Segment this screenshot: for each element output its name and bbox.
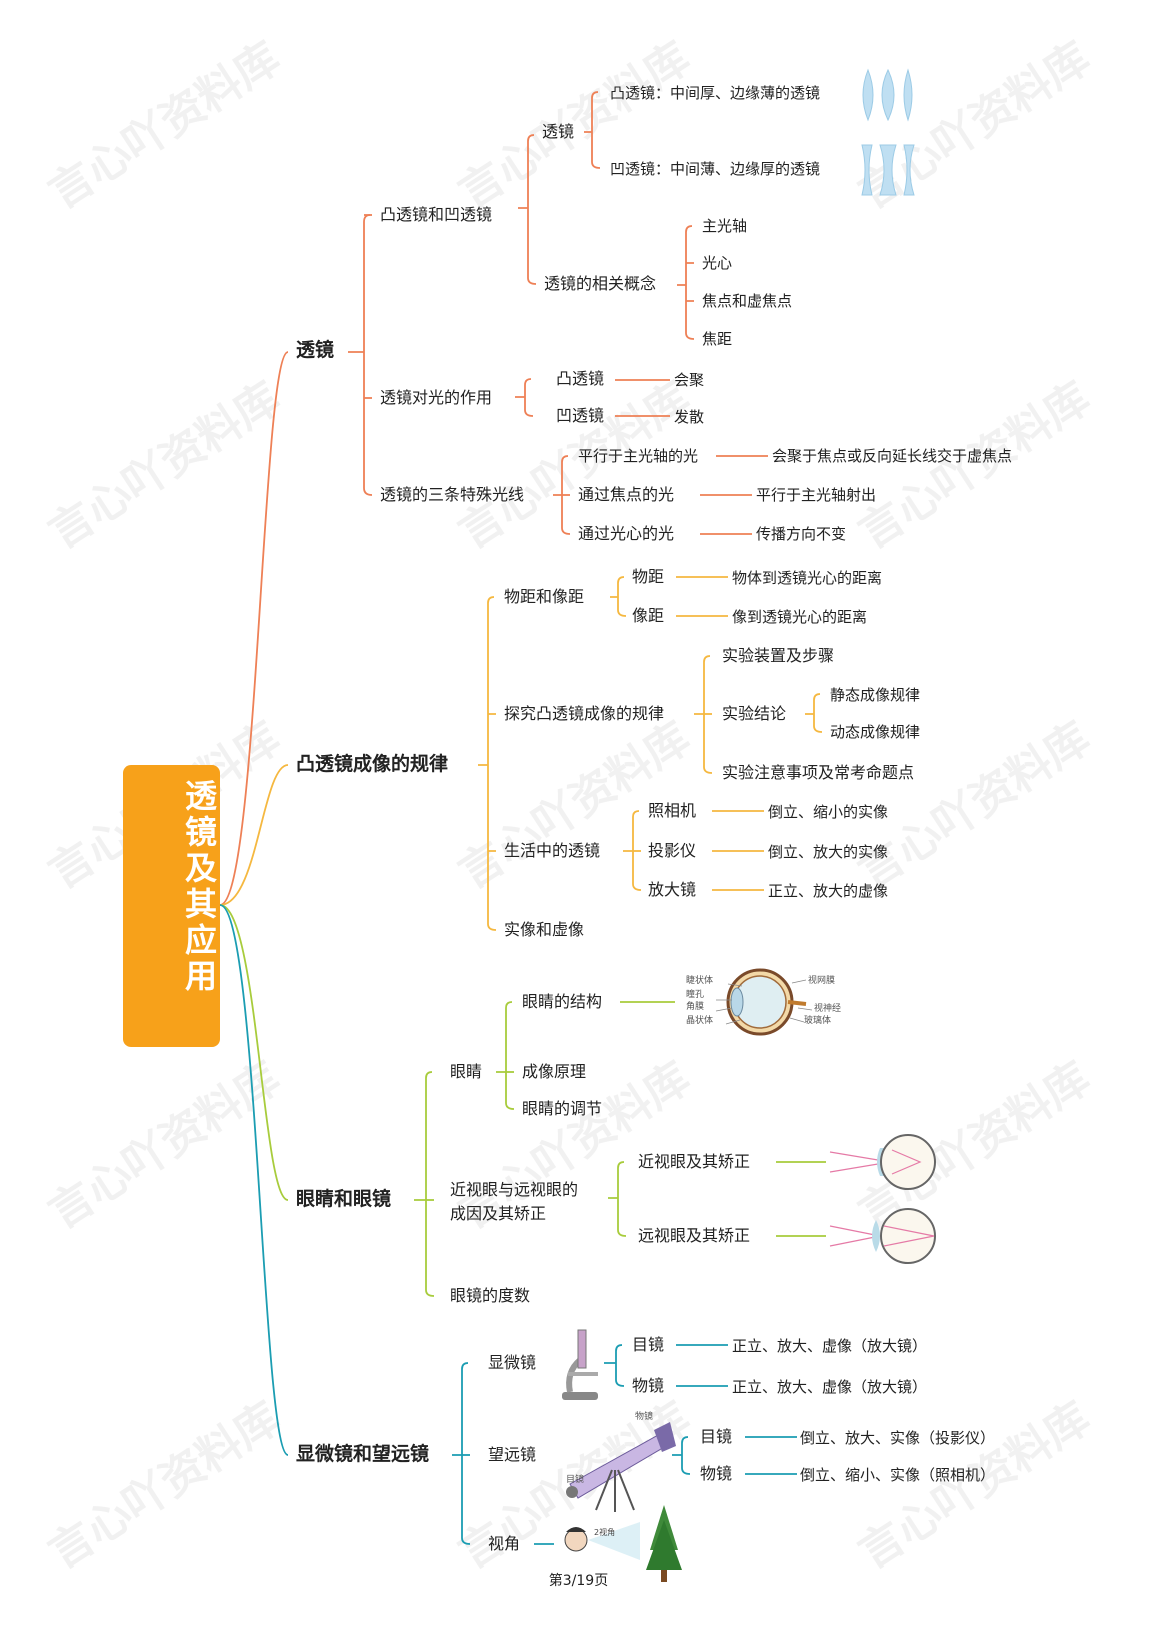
node-setup-steps: 实验装置及步骤 <box>722 646 835 665</box>
label-cornea: 角膜 <box>686 1002 705 1012</box>
object-distance-def: 物体到透镜光心的距离 <box>732 569 883 587</box>
label-vitreous: 玻璃体 <box>804 1016 832 1026</box>
node-telescope: 望远镜 <box>488 1445 537 1464</box>
node-eye-adjust: 眼睛的调节 <box>522 1099 603 1118</box>
node-convex-concave: 凸透镜和凹透镜 <box>380 205 493 224</box>
root-title: 透镜及其应用 <box>180 779 218 995</box>
effect-diverge: 发散 <box>674 408 705 426</box>
image-distance-def: 像到透镜光心的距离 <box>732 608 868 626</box>
tele-eyepiece: 目镜 <box>700 1427 733 1446</box>
node-convex-def: 凸透镜：中间厚、边缘薄的透镜 <box>610 84 821 102</box>
node-image-distance: 像距 <box>632 606 665 625</box>
ray-focus: 通过焦点的光 <box>578 485 675 504</box>
concept-focus: 焦点和虚焦点 <box>702 292 793 310</box>
b1-links <box>348 91 768 535</box>
node-lenses-in-life: 生活中的透镜 <box>504 841 601 860</box>
node-eye: 眼睛 <box>450 1062 483 1081</box>
node-object-distance: 物距 <box>632 567 665 586</box>
node-exam-points: 实验注意事项及常考命题点 <box>722 763 915 782</box>
hyperopia-correction-icon <box>829 1208 936 1264</box>
label-lens: 晶状体 <box>686 1016 714 1026</box>
microscope-icon <box>562 1329 598 1400</box>
effect-converge: 会聚 <box>674 371 705 389</box>
magnifier-image: 正立、放大的虚像 <box>768 882 889 900</box>
node-projector: 投影仪 <box>648 841 697 860</box>
visual-angle-icon <box>564 1505 682 1582</box>
node-myopia-hyperopia-1: 近视眼与远视眼的 <box>450 1180 579 1199</box>
concept-focal-length: 焦距 <box>702 330 733 348</box>
node-lens-effect: 透镜对光的作用 <box>380 388 493 407</box>
effect-concave: 凹透镜 <box>556 406 605 425</box>
telescope-eyepiece-tag: 目镜 <box>566 1475 585 1485</box>
node-distances: 物距和像距 <box>504 587 585 606</box>
node-concave-def: 凹透镜：中间薄、边缘厚的透镜 <box>610 160 821 178</box>
ray-center: 通过光心的光 <box>578 524 675 543</box>
visual-angle-tag: 2视角 <box>594 1528 616 1537</box>
micro-eyepiece: 目镜 <box>632 1335 665 1354</box>
micro-objective-image: 正立、放大、虚像（放大镜） <box>732 1378 928 1396</box>
label-optic-nerve: 视神经 <box>814 1004 842 1014</box>
b4-links <box>452 1344 797 1545</box>
branch-eyes-glasses: 眼睛和眼镜 <box>296 1188 392 1210</box>
node-imaging-principle: 成像原理 <box>522 1062 587 1081</box>
ray-center-result: 传播方向不变 <box>756 525 847 543</box>
node-lens: 透镜 <box>542 122 575 141</box>
ray-parallel: 平行于主光轴的光 <box>578 447 699 465</box>
node-glasses-degree: 眼镜的度数 <box>450 1286 531 1305</box>
node-special-rays: 透镜的三条特殊光线 <box>380 485 525 504</box>
link-root-b4 <box>219 904 289 1456</box>
link-root-b3 <box>219 904 289 1201</box>
tele-objective-image: 倒立、缩小、实像（照相机） <box>800 1466 996 1484</box>
projector-image: 倒立、放大的实像 <box>768 843 889 861</box>
convex-lens-icon <box>862 68 913 122</box>
page-number: 第3/19页 <box>548 1573 609 1589</box>
tele-objective: 物镜 <box>700 1464 733 1483</box>
node-lens-concepts: 透镜的相关概念 <box>544 274 657 293</box>
node-conclusion: 实验结论 <box>722 704 787 723</box>
label-ciliary: 睫状体 <box>686 976 714 986</box>
camera-image: 倒立、缩小的实像 <box>768 803 889 821</box>
tele-eyepiece-image: 倒立、放大、实像（投影仪） <box>800 1429 996 1447</box>
node-magnifier: 放大镜 <box>648 880 697 899</box>
ray-focus-result: 平行于主光轴射出 <box>756 486 877 504</box>
telescope-icon <box>566 1422 676 1512</box>
node-dynamic-rules: 动态成像规律 <box>830 723 921 741</box>
eye-structure-icon <box>715 968 813 1036</box>
node-static-rules: 静态成像规律 <box>830 686 921 704</box>
node-real-virtual: 实像和虚像 <box>504 920 585 939</box>
node-visual-angle: 视角 <box>488 1534 521 1553</box>
node-hyperopia: 远视眼及其矫正 <box>638 1226 751 1245</box>
b3-links <box>414 1001 826 1297</box>
concept-main-axis: 主光轴 <box>702 217 748 235</box>
root-node: 透镜及其应用 <box>123 765 220 1047</box>
node-camera: 照相机 <box>648 801 697 820</box>
label-pupil: 瞳孔 <box>686 990 705 1000</box>
node-eye-structure: 眼睛的结构 <box>522 992 603 1011</box>
link-root-b1 <box>219 351 289 906</box>
myopia-correction-icon <box>829 1134 936 1190</box>
branch-imaging-rules: 凸透镜成像的规律 <box>296 753 449 775</box>
branch-lens: 透镜 <box>296 339 335 361</box>
node-myopia: 近视眼及其矫正 <box>638 1152 751 1171</box>
concept-optical-center: 光心 <box>702 254 733 272</box>
telescope-objective-tag: 物镜 <box>635 1412 654 1422</box>
branch-microscope-telescope: 显微镜和望远镜 <box>296 1443 430 1465</box>
node-myopia-hyperopia-2: 成因及其矫正 <box>450 1204 547 1223</box>
node-explore-rules: 探究凸透镜成像的规律 <box>504 704 665 723</box>
b2-links <box>478 576 823 931</box>
ray-parallel-result: 会聚于焦点或反向延长线交于虚焦点 <box>772 447 1013 465</box>
node-microscope: 显微镜 <box>488 1353 537 1372</box>
micro-objective: 物镜 <box>632 1376 665 1395</box>
link-root-b2 <box>219 764 289 906</box>
concave-lens-icon <box>861 144 915 196</box>
label-retina: 视网膜 <box>808 976 836 986</box>
micro-eyepiece-image: 正立、放大、虚像（放大镜） <box>732 1337 928 1355</box>
effect-convex: 凸透镜 <box>556 369 605 388</box>
